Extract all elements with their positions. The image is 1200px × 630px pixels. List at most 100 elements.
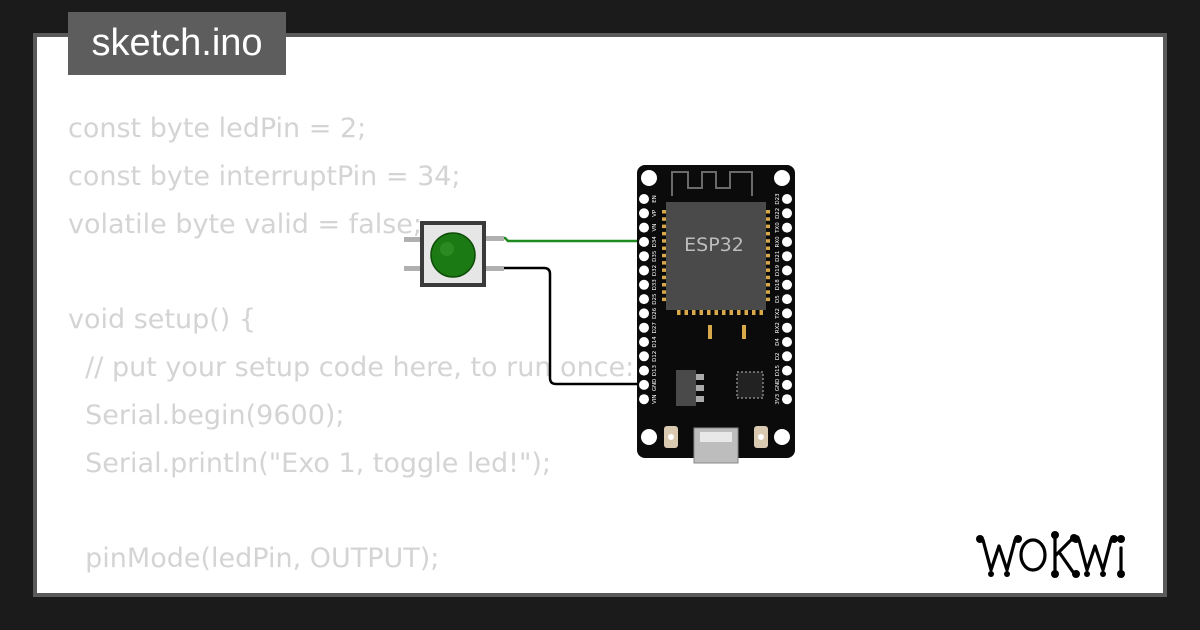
code-line[interactable]: Serial.println("Exo 1, toggle led!"); [68,447,552,479]
button-cap-highlight [440,242,454,256]
left-pin-label: D32 [652,265,658,276]
left-pin-label: D12 [652,351,658,362]
pin-gnd[interactable] [639,379,649,390]
left-pin-label: D27 [652,322,658,334]
pin-vin[interactable] [639,394,649,405]
file-tab[interactable]: sketch.ino [68,12,286,75]
code-line[interactable]: void setup() { [68,304,257,336]
code-editor[interactable]: const byte ledPin = 2; const byte interru… [68,105,634,593]
pin-d21[interactable] [782,251,792,262]
pin-gnd[interactable] [782,379,792,390]
module-pad [766,297,770,302]
module-pad [766,283,770,287]
code-line[interactable]: volatile byte valid = false; [68,208,423,240]
pin-vn[interactable] [639,222,649,233]
pin-d32[interactable] [639,265,649,276]
pin-tx2[interactable] [782,308,792,319]
module-pad [729,310,733,315]
regulator-pin [696,396,704,402]
button-cap[interactable] [430,232,476,278]
module-pad [766,239,770,243]
pin-d15[interactable] [782,365,792,376]
left-pin-label: VP [652,209,658,217]
pin-d26[interactable] [639,308,649,319]
module-pad [662,261,666,265]
module-pad [766,253,770,258]
module-pad [752,310,756,315]
module-pad [699,310,703,315]
pin-tx0[interactable] [782,222,792,233]
code-line[interactable]: Serial.begin(9600); [68,399,345,431]
module-pad [766,268,770,272]
pin-en[interactable] [639,194,649,204]
esp32-module [666,202,766,310]
module-pad [662,210,666,214]
module-pad [722,310,726,315]
right-pin-label: D2 [775,352,781,360]
pin-3v3[interactable] [782,394,792,405]
code-line[interactable]: pinMode(ledPin, OUTPUT); [68,543,440,575]
pin-d5[interactable] [782,294,792,305]
button-leg [484,236,504,241]
pin-d2[interactable] [782,351,792,362]
pin-d13[interactable] [639,365,649,376]
mount-hole [774,170,790,186]
module-pad [692,310,696,315]
mount-hole [641,429,657,445]
mount-hole [641,170,657,186]
pin-d35[interactable] [639,251,649,262]
push-button[interactable] [404,221,504,287]
module-pad [684,310,688,315]
pin-d14[interactable] [639,337,649,347]
code-line[interactable]: pinMode(interruptPin, INPUT_PULLUP); [68,583,634,593]
pin-vp[interactable] [639,208,649,219]
pin-d18[interactable] [782,279,792,290]
right-pin-label: D18 [775,279,781,291]
signal-wire[interactable] [487,236,644,243]
left-pin-label: D33 [652,279,658,291]
right-pin-label: D4 [775,338,781,346]
module-pad [662,217,666,221]
left-pin-label: EN [652,195,658,203]
pin-rx0[interactable] [782,236,792,247]
code-line[interactable]: const byte interruptPin = 34; [68,160,461,192]
left-pin-label: GND [652,379,658,392]
pin-d34[interactable] [639,236,649,247]
pin-d12[interactable] [639,351,649,362]
module-pad [662,283,666,287]
pin-d23[interactable] [782,194,792,204]
module-pad [662,239,666,243]
pin-d33[interactable] [639,279,649,290]
pin-rx2[interactable] [782,322,792,333]
code-line[interactable]: const byte ledPin = 2; [68,113,367,144]
module-pad [662,224,666,229]
right-pin-label: GND [775,379,781,392]
right-pin-label: RX0 [775,236,781,248]
module-pad [766,290,770,294]
module-pad [737,310,741,315]
usb-port-slot [700,432,732,442]
pin-d27[interactable] [639,322,649,333]
code-line[interactable]: // put your setup code here, to run once… [68,351,635,383]
ground-wire[interactable] [487,266,644,386]
pin-d19[interactable] [782,265,792,276]
module-pad [766,224,770,229]
right-pin-header: D23D22TX0RX0D21D19D18D5TX2RX2D4D2D15GND3… [775,193,792,405]
regulator-pin [696,385,704,391]
left-pin-header: ENVPVND34D35D32D33D25D26D27D14D12D13GNDV… [639,194,658,405]
module-pad [744,310,748,315]
right-pin-label: RX2 [775,322,781,333]
module-pad [714,310,718,315]
module-pad [708,325,712,339]
pin-d25[interactable] [639,294,649,305]
module-pad [662,231,666,236]
preview-frame: const byte ledPin = 2; const byte interru… [33,33,1167,597]
esp32-board[interactable]: ESP32 ENVPVND34D35D32D33D25D26D27D14D12D… [637,165,795,464]
module-pad [759,310,763,315]
pin-d22[interactable] [782,208,792,219]
module-pad [766,261,770,265]
pin-d4[interactable] [782,337,792,347]
wires [487,236,644,386]
right-pin-label: TX0 [775,222,781,234]
